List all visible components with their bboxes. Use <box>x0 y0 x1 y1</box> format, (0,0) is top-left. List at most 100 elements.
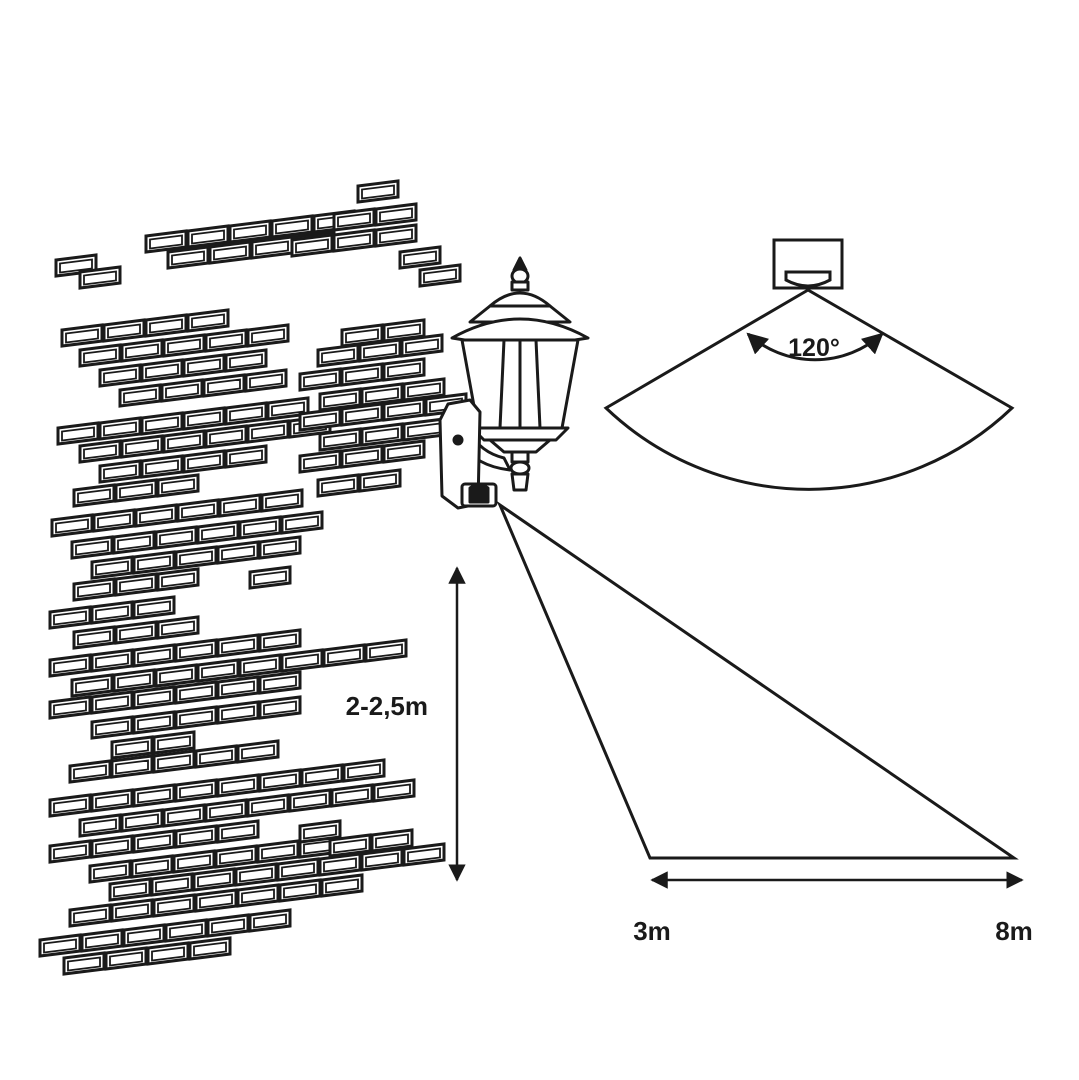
brick-inner <box>115 903 149 919</box>
brick-inner <box>241 744 275 760</box>
brick-inner <box>199 749 233 765</box>
brick-inner <box>55 518 89 534</box>
brick-inner <box>303 454 337 470</box>
brick-inner <box>251 424 285 440</box>
brick-wall-icon <box>38 179 468 976</box>
brick-inner <box>161 572 195 588</box>
side-detection-zone <box>496 500 1019 860</box>
brick-inner <box>255 240 289 256</box>
brick-inner <box>155 877 189 893</box>
brick-inner <box>151 946 185 962</box>
brick-inner <box>263 675 297 691</box>
brick-inner <box>187 454 221 470</box>
brick-inner <box>167 808 201 824</box>
brick-inner <box>137 834 171 850</box>
brick-inner <box>139 508 173 524</box>
brick-inner <box>221 778 255 794</box>
brick-inner <box>423 268 457 284</box>
brick-inner <box>179 783 213 799</box>
brick-inner <box>117 673 151 689</box>
brick-inner <box>149 318 183 334</box>
brick-inner <box>171 250 205 266</box>
brick-inner <box>211 918 245 934</box>
brick-inner <box>43 938 77 954</box>
brick-inner <box>95 720 129 736</box>
brick-inner <box>323 392 357 408</box>
brick-inner <box>95 605 129 621</box>
brick-inner <box>261 844 295 860</box>
brick-inner <box>327 648 361 664</box>
brick-inner <box>363 473 397 489</box>
brick-inner <box>115 759 149 775</box>
brick-inner <box>179 643 213 659</box>
brick-inner <box>77 488 111 504</box>
brick-inner <box>181 503 215 519</box>
brick-inner <box>209 429 243 445</box>
brick-inner <box>53 844 87 860</box>
brick-inner <box>345 367 379 383</box>
brick-inner <box>125 343 159 359</box>
brick-inner <box>263 700 297 716</box>
brick-inner <box>95 695 129 711</box>
detection-angle-label: 120° <box>788 334 840 362</box>
brick-inner <box>233 224 267 240</box>
brick-inner <box>103 368 137 384</box>
brick-inner <box>213 245 247 261</box>
brick-inner <box>127 928 161 944</box>
brick-inner <box>73 908 107 924</box>
brick-inner <box>117 535 151 551</box>
brick-inner <box>95 839 129 855</box>
wall-lantern-icon <box>438 256 590 510</box>
brick-inner <box>77 582 111 598</box>
brick-inner <box>219 849 253 865</box>
brick-inner <box>263 633 297 649</box>
brick-inner <box>137 555 171 571</box>
brick-inner <box>109 951 143 967</box>
brick-inner <box>125 439 159 455</box>
brick-inner <box>405 338 439 354</box>
brick-inner <box>221 545 255 561</box>
brick-inner <box>59 258 93 274</box>
brick-inner <box>407 847 441 863</box>
brick-inner <box>165 383 199 399</box>
brick-inner <box>179 685 213 701</box>
brick-inner <box>361 184 395 200</box>
brick-inner <box>161 478 195 494</box>
brick-inner <box>53 798 87 814</box>
brick-inner <box>53 700 87 716</box>
brick-inner <box>103 421 137 437</box>
brick-inner <box>167 434 201 450</box>
brick-inner <box>75 540 109 556</box>
brick-inner <box>253 913 287 929</box>
brick-inner <box>407 382 441 398</box>
brick-inner <box>191 229 225 245</box>
brick-inner <box>119 625 153 641</box>
brick-inner <box>83 818 117 834</box>
brick-inner <box>323 857 357 873</box>
brick-inner <box>137 600 171 616</box>
brick-inner <box>167 338 201 354</box>
brick-inner <box>243 658 277 674</box>
brick-inner <box>123 388 157 404</box>
brick-inner <box>243 520 277 536</box>
brick-inner <box>119 577 153 593</box>
brick-inner <box>275 219 309 235</box>
brick-inner <box>229 449 263 465</box>
brick-inner <box>169 923 203 939</box>
mount-height-label: 2-2,5m <box>346 691 428 721</box>
brick-inner <box>403 250 437 266</box>
brick-inner <box>93 864 127 880</box>
brick-inner <box>83 444 117 460</box>
brick-inner <box>285 653 319 669</box>
brick-inner <box>369 643 403 659</box>
brick-inner <box>137 690 171 706</box>
brick-inner <box>179 550 213 566</box>
brick-inner <box>345 328 379 344</box>
brick-inner <box>157 754 191 770</box>
brick-inner <box>61 426 95 442</box>
brick-inner <box>379 228 413 244</box>
brick-inner <box>125 813 159 829</box>
brick-inner <box>365 387 399 403</box>
brick-inner <box>107 323 141 339</box>
